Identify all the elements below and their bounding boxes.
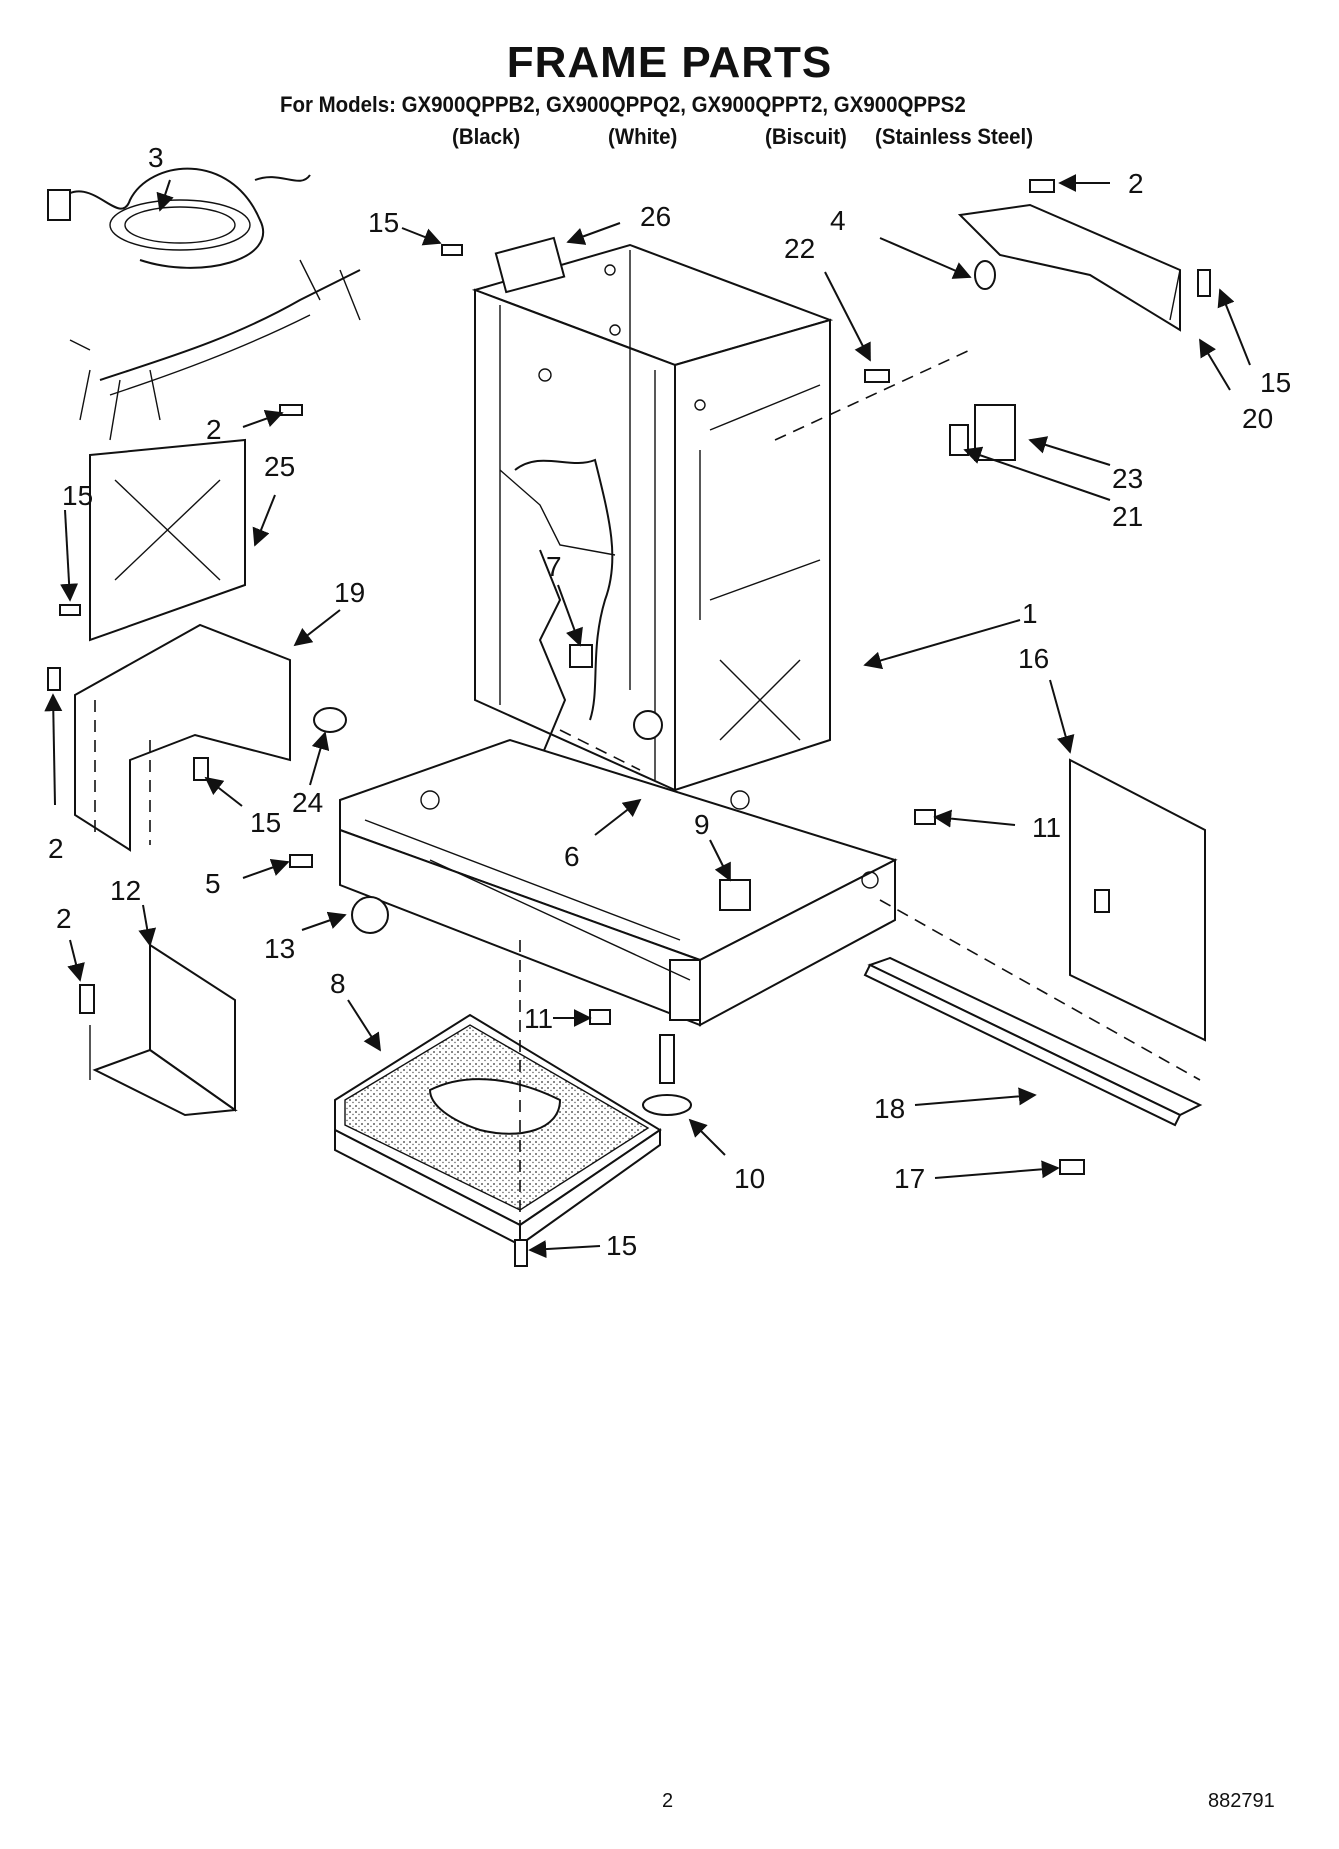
callout-11-bottom: 11 bbox=[524, 1003, 553, 1034]
callout-12: 12 bbox=[110, 875, 141, 906]
callout-25: 25 bbox=[264, 451, 295, 482]
callout-26: 26 bbox=[640, 201, 671, 232]
callout-13: 13 bbox=[264, 933, 295, 964]
callout-2-top: 2 bbox=[1128, 168, 1144, 199]
callout-6: 6 bbox=[564, 841, 580, 872]
callout-4: 4 bbox=[830, 205, 846, 236]
alignment-lines bbox=[519, 349, 1201, 1240]
callout-8: 8 bbox=[330, 968, 346, 999]
callout-15-top: 15 bbox=[368, 207, 399, 238]
callout-16: 16 bbox=[1018, 643, 1049, 674]
callout-2-bracket: 2 bbox=[56, 903, 72, 934]
bracket-12 bbox=[89, 943, 238, 1117]
callout-21: 21 bbox=[1112, 501, 1143, 532]
callout-15-right: 15 bbox=[1260, 367, 1291, 398]
base-pan-8 bbox=[334, 1013, 662, 1247]
callout-23: 23 bbox=[1112, 463, 1143, 494]
callout-17: 17 bbox=[894, 1163, 925, 1194]
switch-23 bbox=[949, 404, 1016, 461]
document-number: 882791 bbox=[1208, 1790, 1275, 1812]
callout-24: 24 bbox=[292, 787, 323, 818]
bracket-20 bbox=[957, 203, 1181, 332]
callout-18: 18 bbox=[874, 1093, 905, 1124]
models-line: For Models: GX900QPPB2, GX900QPPQ2, GX90… bbox=[280, 92, 966, 117]
callout-10: 10 bbox=[734, 1163, 765, 1194]
callout-7: 7 bbox=[546, 551, 562, 582]
main-frame bbox=[339, 243, 898, 1027]
variant-stainless: (Stainless Steel) bbox=[875, 124, 1034, 149]
callout-19: 19 bbox=[334, 577, 365, 608]
leader-lines bbox=[44, 174, 1251, 1259]
callout-1: 1 bbox=[1022, 598, 1038, 629]
cover-19 bbox=[74, 623, 347, 852]
callout-11-right: 11 bbox=[1032, 812, 1061, 843]
fasteners bbox=[47, 179, 1211, 1267]
callout-3: 3 bbox=[148, 142, 164, 173]
callout-2-harness: 2 bbox=[206, 414, 222, 445]
back-panel-16 bbox=[1069, 758, 1206, 1042]
callout-15-bottom: 15 bbox=[606, 1230, 637, 1261]
callout-15-cover: 15 bbox=[250, 807, 281, 838]
page-number: 2 bbox=[662, 1790, 674, 1812]
callout-20: 20 bbox=[1242, 403, 1273, 434]
callout-2-cover: 2 bbox=[48, 833, 64, 864]
wire-harness bbox=[47, 167, 361, 441]
callout-numbers: 3 2 4 15 26 22 15 20 23 21 2 25 15 19 7 … bbox=[48, 142, 1291, 1261]
variant-biscuit: (Biscuit) bbox=[765, 124, 847, 149]
variant-black: (Black) bbox=[452, 124, 521, 149]
panel-25 bbox=[89, 438, 246, 642]
toe-strip-18 bbox=[863, 956, 1203, 1127]
callout-22: 22 bbox=[784, 233, 815, 264]
callout-9: 9 bbox=[694, 809, 710, 840]
page-title: FRAME PARTS bbox=[506, 38, 833, 87]
variant-white: (White) bbox=[608, 124, 678, 149]
callout-15-left: 15 bbox=[62, 480, 93, 511]
callout-5: 5 bbox=[205, 868, 221, 899]
